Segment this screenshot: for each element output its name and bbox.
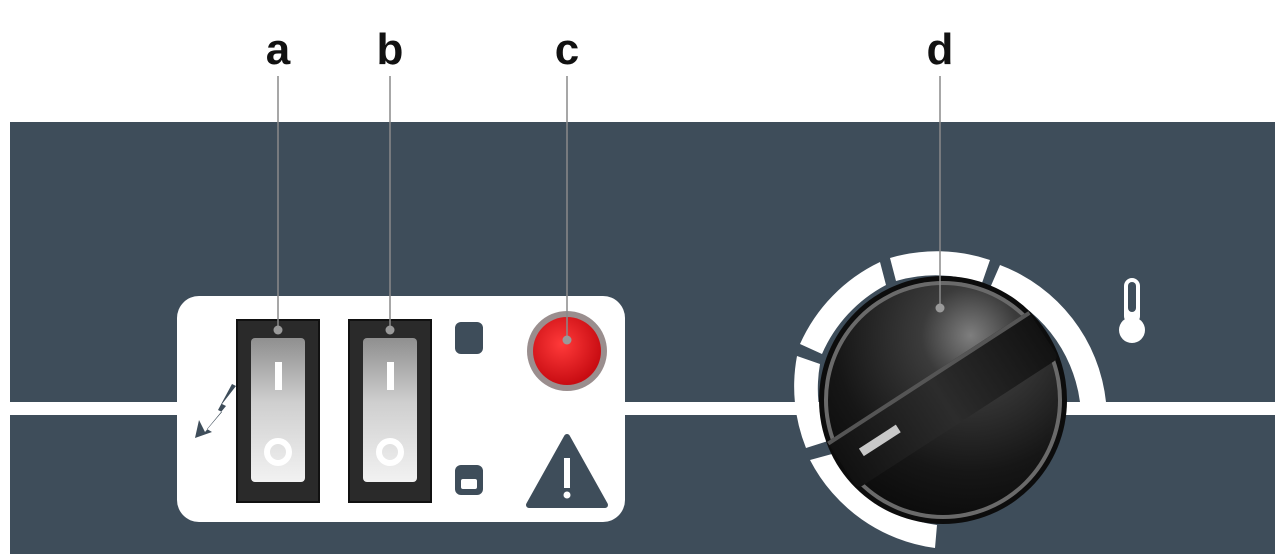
on-symbol-a xyxy=(275,362,282,390)
callout-b: b xyxy=(377,25,404,74)
callout-c: c xyxy=(555,25,579,74)
temperature-knob[interactable] xyxy=(819,276,1067,524)
rocker-switch-a[interactable] xyxy=(237,320,319,502)
rocker-switch-b[interactable] xyxy=(349,320,431,502)
half-filled-square-icon xyxy=(455,465,483,495)
callout-d: d xyxy=(927,25,954,74)
callout-a: a xyxy=(266,25,291,74)
square-indicator-icon xyxy=(455,322,483,354)
on-symbol-b xyxy=(387,362,394,390)
